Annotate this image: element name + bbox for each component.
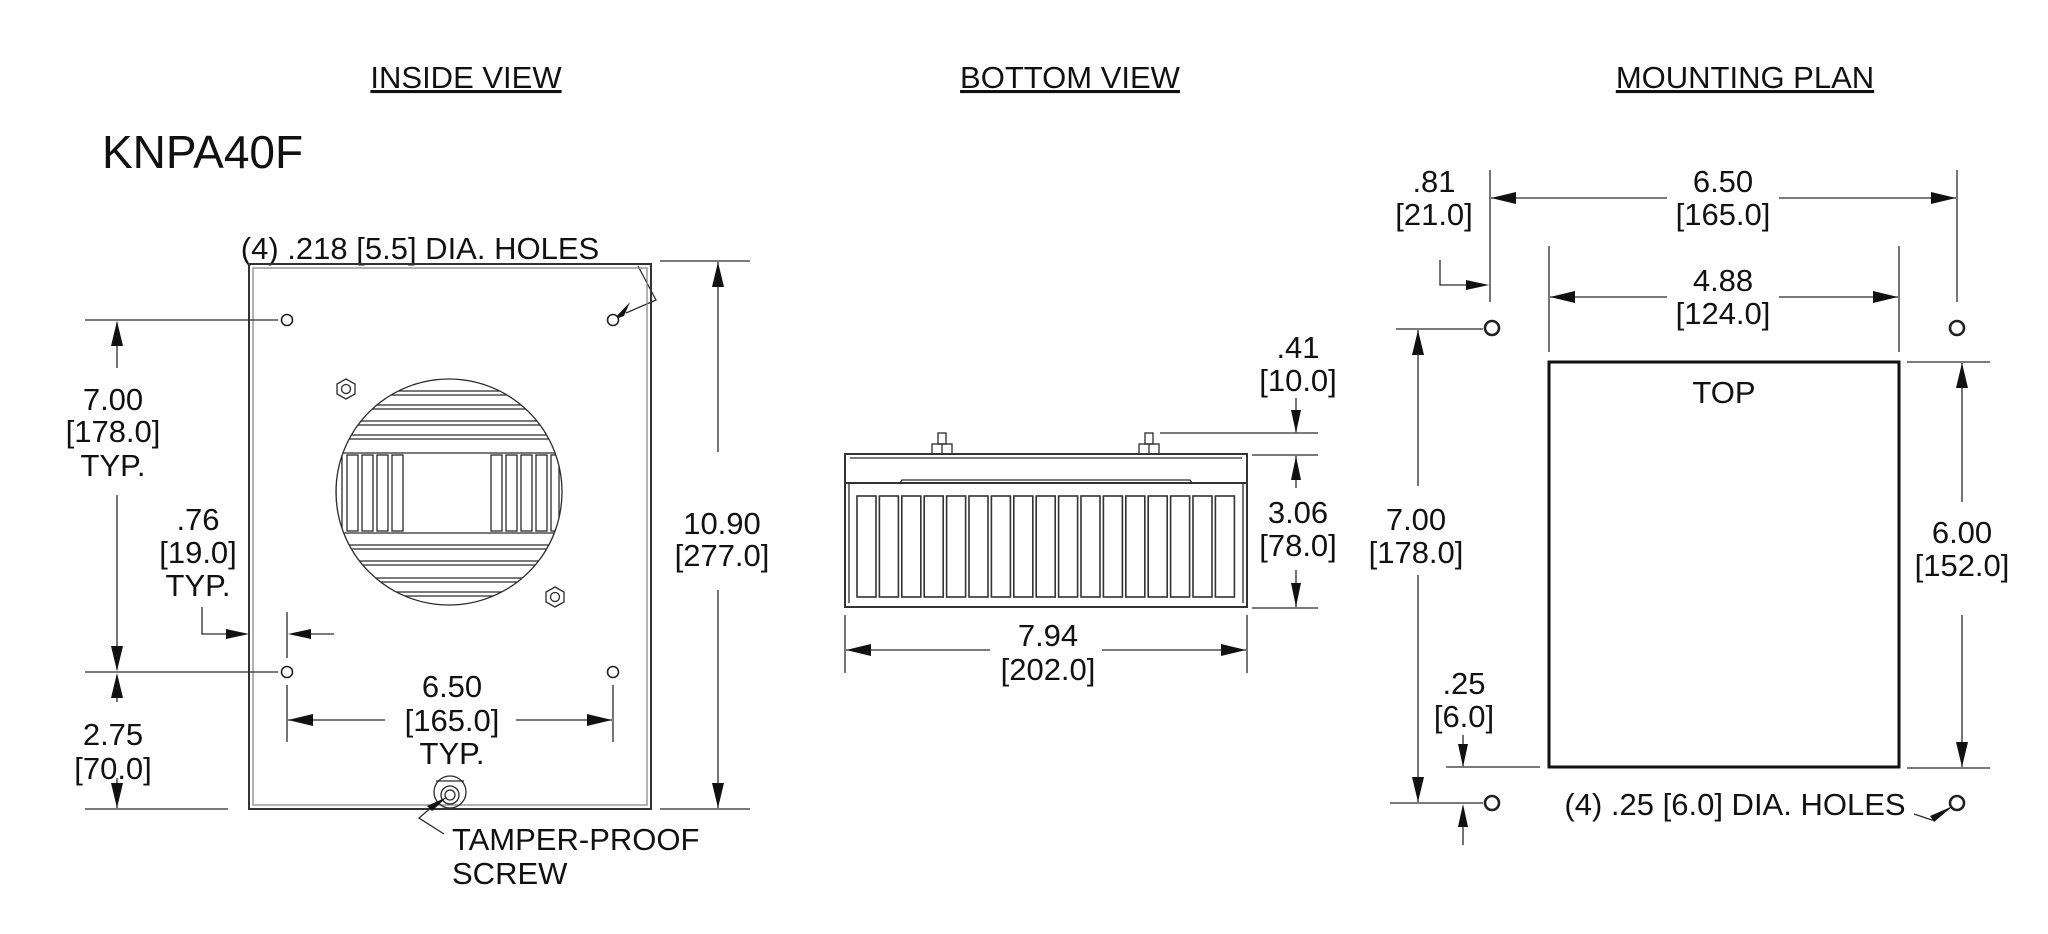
- vent-slot: [856, 495, 877, 598]
- dim-leader: [1439, 260, 1470, 286]
- unit-body-outline: [844, 453, 1248, 608]
- screw-leader-line: [417, 805, 445, 835]
- bottom-view: BOTTOM VIEW .41 [10.0]: [844, 60, 1337, 687]
- screw-callout-line2: SCREW: [452, 856, 568, 891]
- dim-10-90-mm: [277.0]: [675, 538, 770, 573]
- dim-0-76-note: TYP.: [166, 568, 231, 603]
- dim-7-00-in: 7.00: [83, 382, 143, 417]
- vent-slot: [1125, 495, 1146, 598]
- vent-slot: [1169, 495, 1191, 598]
- bottom-view-title: BOTTOM VIEW: [960, 60, 1181, 95]
- vent-slot: [1102, 495, 1124, 598]
- dim-6-00-in: 6.00: [1932, 515, 1992, 550]
- enclosure-inner-edge: [252, 267, 648, 806]
- dim-0-76-in: .76: [176, 502, 219, 537]
- vent-slot: [878, 495, 900, 598]
- inside-holes-callout: (4) .218 [5.5] DIA. HOLES: [241, 231, 599, 266]
- dim-0-25-in: .25: [1442, 666, 1485, 701]
- hex-nut-icon: [545, 586, 565, 608]
- vent-slots: [856, 495, 1236, 598]
- dim-3-06-in: 3.06: [1268, 495, 1328, 530]
- dim-3-06-mm: [78.0]: [1259, 528, 1337, 563]
- dim-2-75-in: 2.75: [83, 717, 143, 752]
- cutout-outline: [1547, 360, 1901, 769]
- dim-7-94-in: 7.94: [1018, 618, 1078, 653]
- cutout-label: TOP: [1692, 375, 1755, 410]
- mount-hole-bottom-left: [1483, 794, 1501, 812]
- screw-callout-line1: TAMPER-PROOF: [452, 822, 699, 857]
- mount-hole-bottom-left: [280, 665, 294, 679]
- dim-0-76-mm: [19.0]: [159, 535, 237, 570]
- mount-hole-top-right: [606, 313, 620, 327]
- dim-0-41-in: .41: [1276, 330, 1319, 365]
- dim-leader: [201, 607, 230, 635]
- vent-slot: [968, 495, 989, 598]
- dim-6-50-in: 6.50: [1693, 164, 1753, 199]
- holes-leader-line: [625, 265, 657, 314]
- vent-slot: [1214, 495, 1236, 598]
- mount-hole-bottom-right: [1948, 794, 1966, 812]
- inside-view-title: INSIDE VIEW: [370, 60, 562, 95]
- dim-4-88-in: 4.88: [1693, 263, 1753, 298]
- dim-2-75-mm: [70.0]: [74, 751, 152, 786]
- vent-slot: [1035, 495, 1056, 598]
- vent-slot: [990, 495, 1012, 598]
- dim-4-88-mm: [124.0]: [1676, 296, 1771, 331]
- dim-10-90-in: 10.90: [683, 506, 761, 541]
- vent-slot: [923, 495, 945, 598]
- dim-7-00-mm: [178.0]: [66, 414, 161, 449]
- vent-slot: [1147, 495, 1168, 598]
- dim-6-50-mm: [165.0]: [1676, 197, 1771, 232]
- mount-hole-top-left: [280, 313, 294, 327]
- enclosure-outline: [248, 263, 652, 810]
- fan-grille-icon: [335, 378, 563, 606]
- stud-icon: [931, 432, 953, 455]
- inside-view: INSIDE VIEW KNPA40F (4) .218 [5.5] DIA. …: [66, 60, 770, 891]
- dim-0-81-in: .81: [1412, 164, 1455, 199]
- vent-slot: [1057, 495, 1079, 598]
- dim-6-50-note: TYP.: [420, 736, 485, 771]
- mounting-plan-title: MOUNTING PLAN: [1616, 60, 1874, 95]
- mounting-plan: MOUNTING PLAN TOP 6.50 [165.0] .81 [21.0…: [1369, 60, 2010, 845]
- dim-0-81-mm: [21.0]: [1395, 197, 1473, 232]
- dim-6-50-in: 6.50: [422, 669, 482, 704]
- dim-7-94-mm: [202.0]: [1001, 652, 1096, 687]
- mount-hole-top-right: [1948, 319, 1966, 337]
- dim-6-00-mm: [152.0]: [1915, 548, 2010, 583]
- stud-icon: [1138, 432, 1160, 455]
- dim-7-00-in: 7.00: [1386, 502, 1446, 537]
- model-number: KNPA40F: [102, 126, 303, 178]
- dim-7-00-note: TYP.: [81, 448, 146, 483]
- tamper-proof-screw-icon: [433, 775, 467, 809]
- hex-nut-icon: [336, 378, 356, 400]
- vent-slot: [1080, 495, 1101, 598]
- dim-0-41-mm: [10.0]: [1259, 363, 1337, 398]
- dim-0-25-mm: [6.0]: [1434, 699, 1494, 734]
- dim-7-00-mm: [178.0]: [1369, 535, 1464, 570]
- vent-slot: [1012, 495, 1034, 598]
- vent-slot: [900, 495, 922, 598]
- mount-hole-bottom-right: [606, 665, 620, 679]
- dim-6-50-mm: [165.0]: [405, 703, 500, 738]
- vent-slot: [1192, 495, 1213, 598]
- mounting-holes-callout: (4) .25 [6.0] DIA. HOLES: [1564, 787, 1905, 822]
- mount-hole-top-left: [1483, 319, 1501, 337]
- vent-slot: [945, 495, 967, 598]
